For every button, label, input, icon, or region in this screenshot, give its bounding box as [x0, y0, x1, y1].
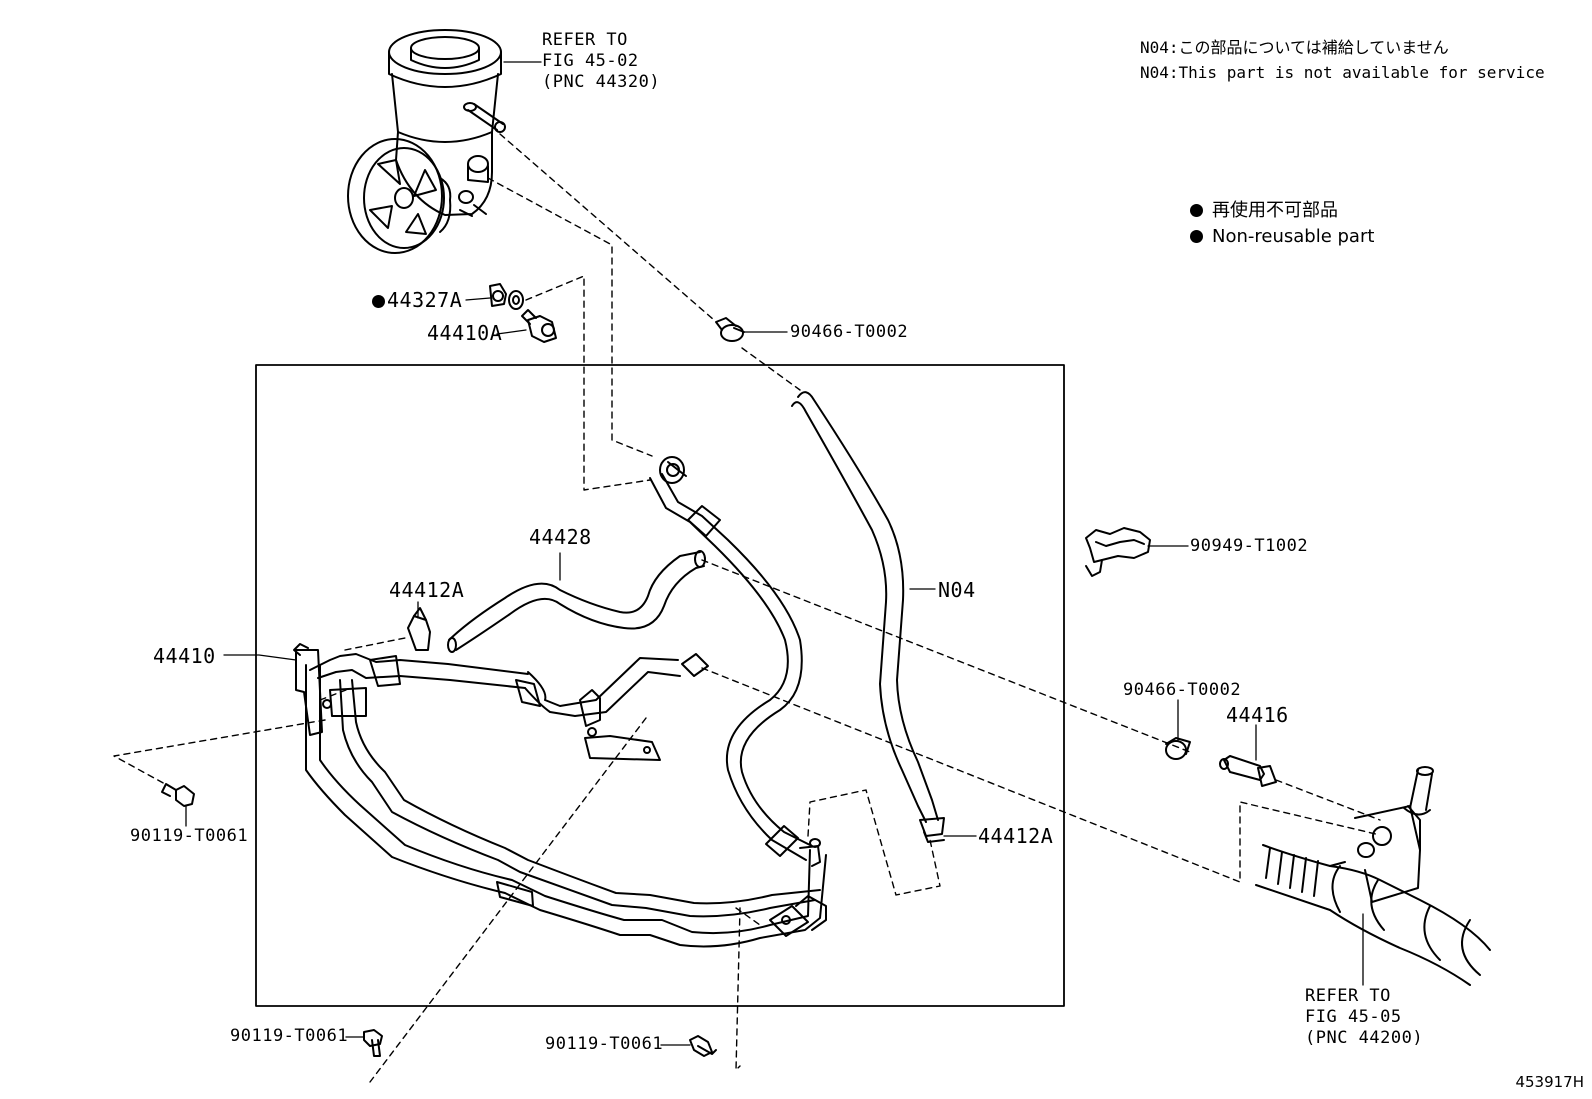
pressure-and-return-tubes — [293, 456, 827, 948]
rack-reference-line1: REFER TO — [1305, 986, 1391, 1006]
legend-english-text: Non-reusable part — [1212, 226, 1375, 247]
small-parts — [161, 283, 1277, 1057]
pump-reference-line2: FIG 45-02 — [542, 51, 639, 71]
legend-japanese: 再使用不可部品 — [1190, 198, 1338, 224]
part-44412A-left-label: 44412A — [389, 578, 465, 602]
part-90119-T0061-left-label: 90119-T0061 — [130, 826, 249, 846]
power-steering-pump — [347, 29, 506, 254]
steering-rack — [1255, 766, 1491, 986]
n04-note-japanese: N04:この部品については補給していません — [1140, 38, 1449, 57]
non-reusable-dot-icon — [1190, 204, 1203, 217]
part-90466-T0002-top-label: 90466-T0002 — [790, 322, 909, 342]
figure-id: 453917H — [1515, 1073, 1584, 1091]
part-90466-T0002-right-label: 90466-T0002 — [1123, 680, 1242, 700]
guide-lines — [113, 133, 1381, 1083]
part-90119-T0061-bottom-left-label: 90119-T0061 — [230, 1026, 349, 1046]
hose-group-frame — [255, 364, 1065, 1007]
part-44327A-number: 44327A — [387, 288, 463, 312]
pump-reference-line1: REFER TO — [542, 30, 628, 50]
part-44327A-label: 44327A — [372, 289, 462, 311]
legend-english: Non-reusable part — [1190, 224, 1374, 250]
non-reusable-dot-icon — [372, 295, 385, 308]
part-44416-label: 44416 — [1226, 703, 1289, 727]
n04-note-english: N04:This part is not available for servi… — [1140, 63, 1545, 82]
part-N04-label: N04 — [938, 578, 976, 602]
return-hose-n04 — [791, 391, 945, 843]
pump-reference-line3: (PNC 44320) — [542, 72, 661, 92]
part-44412A-right-label: 44412A — [978, 824, 1054, 848]
part-90949-T1002-label: 90949-T1002 — [1190, 536, 1309, 556]
leader-lines — [185, 61, 1364, 1046]
legend-japanese-text: 再使用不可部品 — [1212, 200, 1338, 221]
part-90119-T0061-bottom-mid-label: 90119-T0061 — [545, 1034, 664, 1054]
part-44410A-label: 44410A — [427, 321, 503, 345]
rack-reference-line3: (PNC 44200) — [1305, 1028, 1424, 1048]
part-44428-label: 44428 — [529, 525, 592, 549]
part-44410-label: 44410 — [153, 644, 216, 668]
non-reusable-dot-icon — [1190, 230, 1203, 243]
rack-reference-line2: FIG 45-05 — [1305, 1007, 1402, 1027]
